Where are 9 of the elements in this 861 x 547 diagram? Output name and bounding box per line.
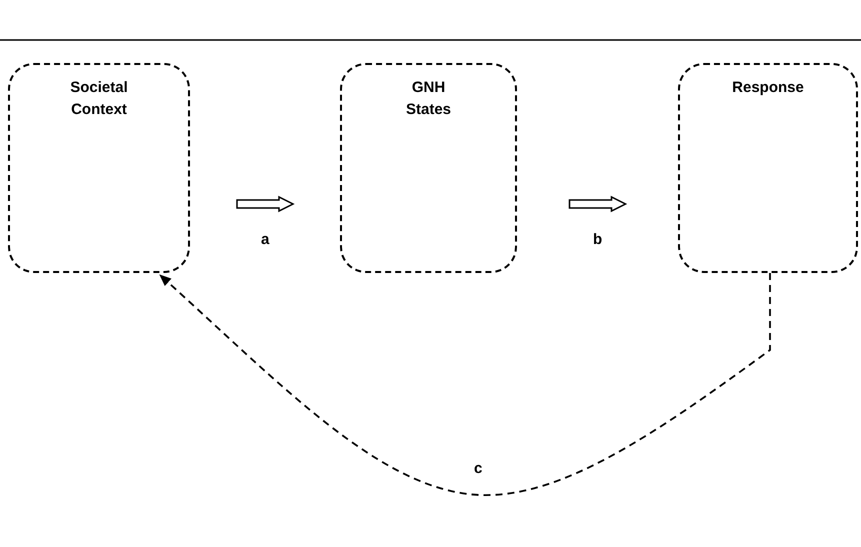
dashed-rounded-box xyxy=(340,63,517,273)
block-arrow xyxy=(568,196,628,212)
box-title: Response xyxy=(732,78,804,98)
dashed-rounded-box xyxy=(8,63,190,273)
block-arrow xyxy=(236,196,295,212)
curved-arrow xyxy=(159,273,771,496)
dashed-rounded-box xyxy=(678,63,858,273)
box-title: GNH States xyxy=(404,78,452,120)
box-title: Societal Context xyxy=(69,78,129,120)
